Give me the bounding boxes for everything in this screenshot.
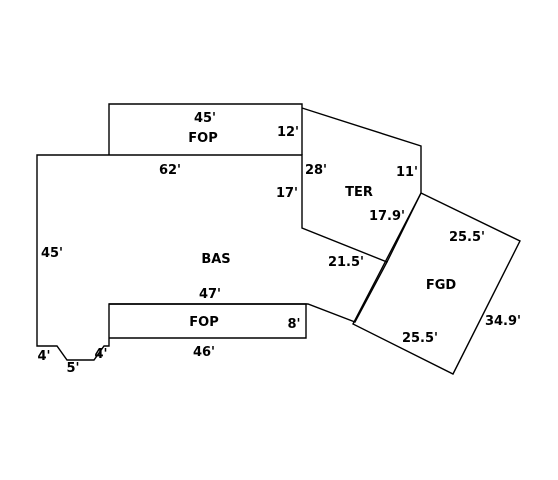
dim-fop-bottom-top: 47': [199, 287, 221, 302]
dim-ter-right: 11': [396, 165, 418, 180]
area-label-ter: TER: [345, 185, 373, 200]
fgd-outline: [352, 192, 521, 375]
dim-fop-top-depth: 12': [277, 125, 299, 140]
area-label-bas: BAS: [201, 252, 230, 267]
bas-outline: [36, 154, 388, 361]
dim-bas-notch: 17': [276, 186, 298, 201]
dim-fgd-right: 34.9': [485, 314, 521, 329]
dim-bay-bottom: 5': [66, 361, 79, 376]
dim-ter-diagonal: 17.9': [369, 209, 405, 224]
dim-bas-left: 45': [41, 246, 63, 261]
area-label-fop-top: FOP: [188, 131, 217, 146]
dim-fop-bottom-depth: 8': [287, 317, 300, 332]
dim-fop-top-width: 45': [194, 111, 216, 126]
area-label-fop-bottom: FOP: [189, 315, 218, 330]
dim-ter-left: 28': [305, 163, 327, 178]
fop-bottom-outline: [109, 303, 307, 339]
ter-outline: [301, 107, 422, 263]
dim-fop-bottom-width: 46': [193, 345, 215, 360]
area-label-fgd: FGD: [426, 278, 457, 293]
dim-bas-top: 62': [159, 163, 181, 178]
dim-bas-diagonal: 21.5': [328, 255, 364, 270]
dim-fgd-top: 25.5': [449, 230, 485, 245]
dim-bay-left: 4': [37, 349, 50, 364]
fop-top-outline: [108, 103, 303, 155]
dim-bay-right: 4': [94, 347, 107, 362]
dim-fgd-bottom: 25.5': [402, 331, 438, 346]
